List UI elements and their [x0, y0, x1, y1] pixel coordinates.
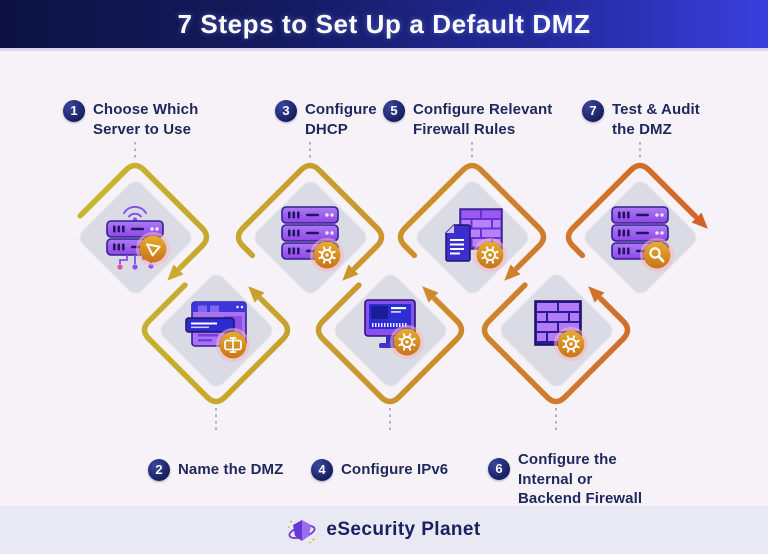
- browser-window-icon: [174, 292, 258, 368]
- footer-bar: eSecurity Planet: [0, 506, 768, 554]
- cursor-icon: [136, 232, 170, 266]
- step-number-badge: 1: [63, 100, 85, 122]
- gear-icon: [390, 325, 424, 359]
- step-label-text: Test & Audit: [612, 101, 700, 118]
- rename-icon: [216, 328, 250, 362]
- step-label-text: Backend Firewall: [518, 490, 643, 507]
- header-bar: 7 Steps to Set Up a Default DMZ: [0, 0, 768, 51]
- dashed-connectors: [134, 142, 641, 430]
- flow-path-3: [235, 162, 385, 271]
- step-number-badge: 4: [311, 459, 333, 481]
- step-label-text: Configure IPv6: [341, 461, 449, 479]
- flow-path-6: [481, 282, 631, 405]
- logo-wordmark: eSecurity Planet: [326, 519, 481, 540]
- step-label-2: 2 Name the DMZ: [148, 459, 283, 481]
- step-label-4: 4 Configure IPv6: [311, 459, 448, 481]
- server-search-icon: [598, 199, 682, 275]
- server-wifi-icon: [93, 199, 177, 275]
- arrowheads: [167, 212, 708, 303]
- step-number-badge: 7: [582, 100, 604, 122]
- step-label-text: Configure: [305, 101, 377, 118]
- step-label-text: Internal or: [518, 470, 593, 488]
- step-label-text: the DMZ: [612, 120, 672, 138]
- logo-shield-icon: [288, 520, 316, 544]
- firewall-icon: [514, 292, 598, 368]
- flow-path-4: [315, 282, 465, 405]
- magnifier-icon: [640, 238, 674, 272]
- flow-path-2: [141, 282, 291, 405]
- firewall-document-icon: [430, 199, 514, 275]
- step-number-badge: 3: [275, 100, 297, 122]
- step-label-text: Configure Relevant: [413, 101, 553, 118]
- gear-icon: [554, 327, 588, 361]
- gear-icon: [473, 238, 507, 272]
- step-label-text: Configure the: [518, 451, 617, 468]
- step-label-text: Name the DMZ: [178, 461, 284, 479]
- flow-path-5: [397, 162, 547, 271]
- step-number-badge: 2: [148, 459, 170, 481]
- step-label-text: Server to Use: [93, 120, 192, 138]
- step-label-text: Firewall Rules: [413, 120, 516, 138]
- step-number-badge: 6: [488, 458, 510, 480]
- server-stack-icon: [268, 199, 352, 275]
- step-label-text: Choose Which: [93, 101, 199, 118]
- flow-path-group: [77, 162, 698, 405]
- step-label-text: DHCP: [305, 120, 348, 138]
- step-number-badge: 5: [383, 100, 405, 122]
- page-title: 7 Steps to Set Up a Default DMZ: [177, 8, 591, 39]
- step-label-7: 7 Test & Audit the DMZ: [582, 100, 700, 139]
- flow-path-1: [77, 162, 210, 271]
- monitor-icon: [348, 292, 432, 368]
- flow-path-7: [565, 162, 698, 259]
- gear-icon: [310, 238, 344, 272]
